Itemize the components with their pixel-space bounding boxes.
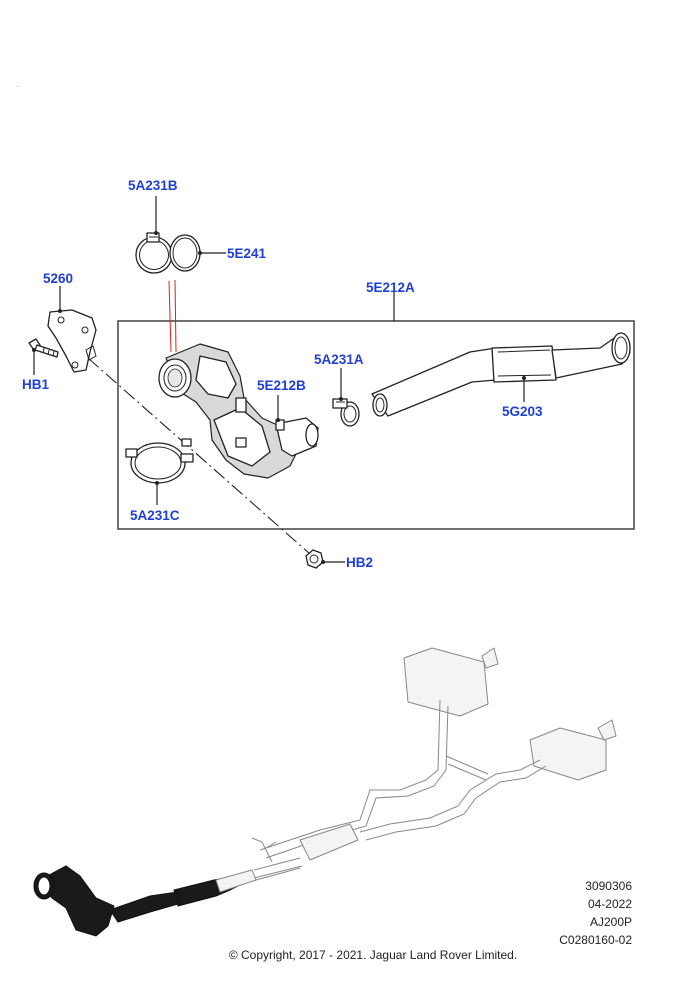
assembly-frame — [117, 320, 635, 530]
lower-clamp-part[interactable] — [125, 438, 194, 484]
copyright-notice: © Copyright, 2017 - 2021. Jaguar Land Ro… — [228, 948, 518, 962]
bolt-part[interactable] — [28, 338, 59, 358]
alignment-line-1 — [168, 280, 172, 353]
mid-clamp-part[interactable] — [332, 398, 360, 427]
exhaust-system-overview — [33, 647, 617, 937]
engine-code: AJ200P — [589, 915, 632, 929]
corner-mark: ~ — [16, 84, 20, 91]
callout-5E212A[interactable]: 5E212A — [366, 280, 415, 295]
callout-5E212B[interactable]: 5E212B — [257, 378, 306, 393]
callout-5G203[interactable]: 5G203 — [502, 404, 543, 419]
gasket-part[interactable] — [169, 234, 201, 272]
callout-5A231C[interactable]: 5A231C — [130, 508, 180, 523]
bracket-part[interactable] — [47, 309, 97, 373]
alignment-line-2 — [174, 279, 177, 353]
illustration-number: 3090306 — [585, 879, 632, 893]
date-code: 04-2022 — [587, 897, 632, 911]
callout-5260[interactable]: 5260 — [43, 271, 73, 286]
callout-HB2[interactable]: HB2 — [346, 555, 373, 570]
callout-5E241[interactable]: 5E241 — [227, 246, 267, 261]
callout-HB1[interactable]: HB1 — [22, 377, 49, 392]
reference-code: C0280160-02 — [559, 933, 632, 947]
catalyst-part[interactable] — [158, 343, 319, 479]
callout-5A231B[interactable]: 5A231B — [128, 178, 178, 193]
dash-dot-alignment-line — [87, 357, 311, 555]
exhaust-pipe-part[interactable] — [371, 332, 631, 417]
callout-5A231A[interactable]: 5A231A — [314, 352, 364, 367]
upper-clamp-part[interactable] — [135, 232, 173, 274]
